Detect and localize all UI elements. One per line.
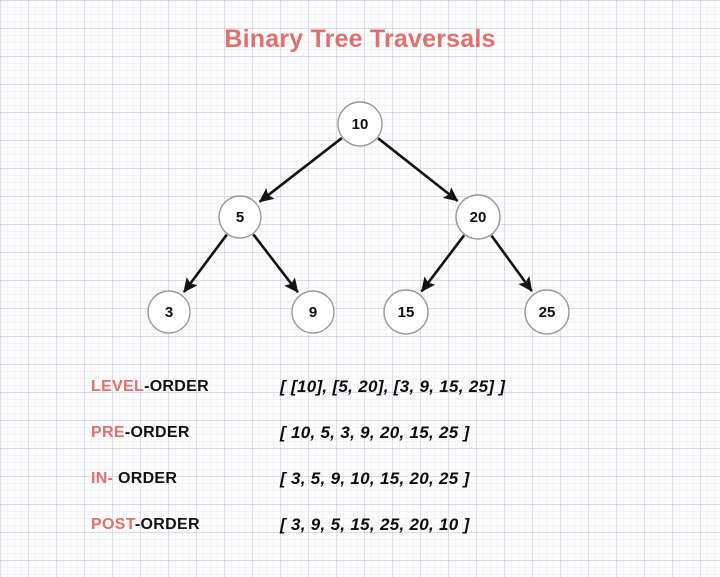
node-label-3: 3	[165, 304, 173, 321]
tree-node-10[interactable]: 10	[337, 101, 383, 147]
traversal-row-level-order: LEVEL-ORDER [ [10], [5, 20], [3, 9, 15, 2…	[91, 377, 691, 424]
tree-node-5[interactable]: 5	[218, 195, 262, 239]
node-circle-20	[455, 194, 501, 240]
node-circle-10	[337, 101, 383, 147]
traversal-row-post-order: POST-ORDER [ 3, 9, 5, 15, 25, 20, 10 ]	[91, 515, 691, 562]
node-label-15: 15	[398, 304, 415, 321]
traversal-label-prefix-in-order: IN-	[91, 470, 114, 487]
tree-edge-20-to-25	[490, 234, 533, 292]
tree-node-9[interactable]: 9	[291, 290, 335, 334]
traversal-list: LEVEL-ORDER[ [10], [5, 20], [3, 9, 15, 2…	[91, 377, 691, 562]
binary-tree-diagram: 10 5 20 3 9 15 25	[147, 101, 570, 335]
node-label-20: 20	[470, 209, 487, 226]
tree-edge-5-to-9	[252, 233, 299, 294]
traversal-value-post-order: [ 3, 9, 5, 15, 25, 20, 10 ]	[280, 515, 470, 534]
traversal-label-level-order: LEVEL-ORDER	[91, 378, 209, 396]
traversal-row-pre-order: PRE-ORDER [ 10, 5, 3, 9, 20, 15, 25 ]	[91, 423, 691, 470]
node-label-10: 10	[352, 116, 369, 133]
node-label-9: 9	[309, 304, 317, 321]
node-circle-25	[524, 289, 570, 335]
traversal-row-in-order: IN- ORDER [ 3, 5, 9, 10, 15, 20, 25 ]	[91, 469, 691, 516]
tree-nodes: 10 5 20 3 9 15 25	[147, 101, 570, 335]
node-circle-3	[147, 290, 191, 334]
traversal-value-level-order: [ [10], [5, 20], [3, 9, 15, 25] ]	[280, 377, 506, 396]
traversal-label-in-order: IN- ORDER	[91, 470, 177, 488]
tree-edges	[182, 137, 533, 294]
tree-edge-20-to-15	[420, 234, 466, 293]
tree-node-15[interactable]: 15	[383, 289, 429, 335]
traversal-label-suffix-pre-order: -ORDER	[124, 424, 190, 441]
traversal-label-pre-order: PRE-ORDER	[91, 424, 190, 442]
page-title: Binary Tree Traversals	[224, 25, 496, 53]
traversal-label-suffix-in-order: ORDER	[113, 470, 178, 487]
tree-node-3[interactable]: 3	[147, 290, 191, 334]
traversal-label-suffix-post-order: -ORDER	[134, 516, 200, 533]
tree-node-25[interactable]: 25	[524, 289, 570, 335]
node-label-25: 25	[539, 304, 556, 321]
node-label-5: 5	[236, 209, 244, 226]
node-circle-9	[291, 290, 335, 334]
traversal-value-pre-order: [ 10, 5, 3, 9, 20, 15, 25 ]	[280, 423, 470, 442]
traversal-label-prefix-post-order: POST	[91, 516, 135, 533]
tree-edge-5-to-3	[182, 233, 228, 293]
tree-node-20[interactable]: 20	[455, 194, 501, 240]
node-circle-5	[218, 195, 262, 239]
traversal-label-prefix-pre-order: PRE	[91, 424, 125, 441]
traversal-label-prefix-level-order: LEVEL	[91, 378, 145, 395]
traversal-label-suffix-level-order: -ORDER	[144, 378, 209, 395]
traversal-value-in-order: [ 3, 5, 9, 10, 15, 20, 25 ]	[280, 469, 470, 488]
traversal-label-post-order: POST-ORDER	[91, 516, 200, 534]
tree-edge-10-to-20	[377, 137, 459, 202]
tree-edge-10-to-5	[258, 137, 343, 203]
node-circle-15	[383, 289, 429, 335]
